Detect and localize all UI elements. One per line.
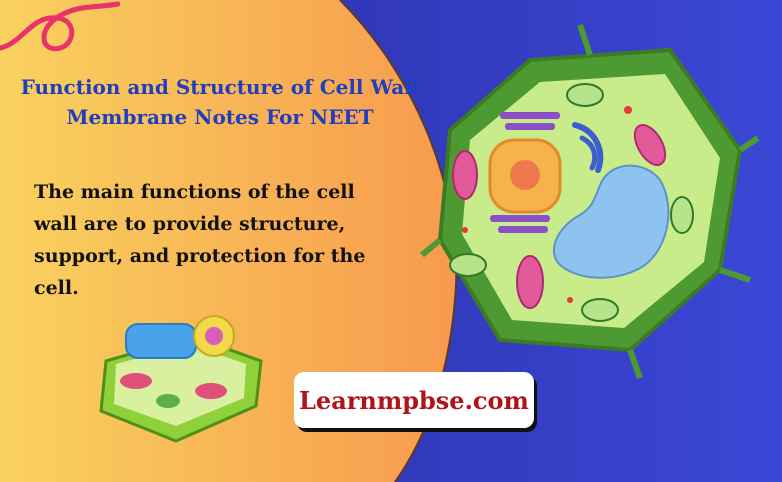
cell-3d-illustration-icon: [99, 315, 263, 443]
brand-badge[interactable]: Learnmpbse.com: [294, 372, 534, 428]
page-title: Function and Structure of Cell Wall Memb…: [0, 72, 440, 132]
description-text: The main functions of the cell wall are …: [34, 181, 366, 299]
plant-cell-diagram-icon: [420, 24, 760, 380]
pink-squiggle-icon: [0, 1, 120, 52]
title-line-2: Membrane Notes For NEET: [66, 105, 374, 129]
title-line-1: Function and Structure of Cell Wall: [20, 75, 420, 99]
